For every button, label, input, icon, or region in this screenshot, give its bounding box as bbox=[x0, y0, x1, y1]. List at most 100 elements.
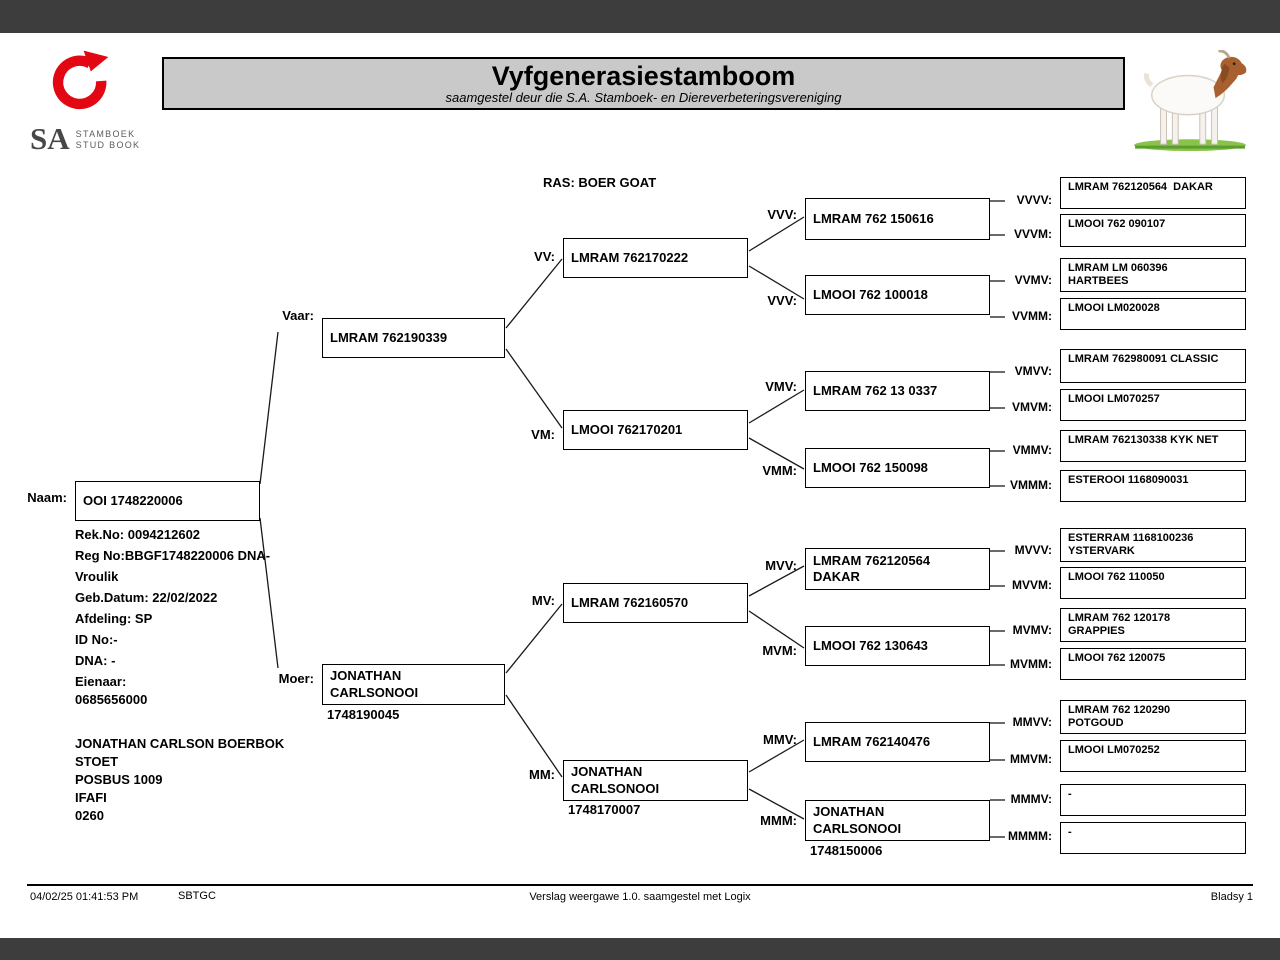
pedigree-node-name: - bbox=[1068, 826, 1072, 838]
sa-studbook-logo: SA STAMBOEK STUD BOOK bbox=[28, 48, 183, 163]
pedigree-node-moer: JONATHAN CARLSONOOI bbox=[322, 664, 505, 705]
owner-address-2: IFAFI bbox=[75, 790, 107, 805]
title-box: Vyfgenerasiestamboom saamgestel deur die… bbox=[162, 57, 1125, 110]
pedigree-node-name: OOI 1748220006 bbox=[83, 492, 183, 508]
detail-sex: Vroulik bbox=[75, 569, 119, 584]
pedigree-label-vvv1: VVV: bbox=[767, 207, 797, 222]
pedigree-node-name: LMOOI 762 110050 bbox=[1068, 571, 1165, 583]
pedigree-node-name: LMOOI LM070252 bbox=[1068, 744, 1160, 756]
pedigree-node-name: LMRAM 762160570 bbox=[571, 594, 689, 610]
pedigree-node-mmv: LMRAM 762140476 bbox=[805, 722, 990, 762]
pedigree-node-name: LMRAM 762170222 bbox=[571, 249, 689, 265]
owner-address-1: POSBUS 1009 bbox=[75, 772, 163, 787]
pedigree-node-vvmm: LMOOI LM020028 bbox=[1060, 298, 1246, 330]
pedigree-node-name: LMRAM 762190339 bbox=[330, 329, 448, 345]
pedigree-label-vmvm: VMVM: bbox=[1012, 400, 1052, 414]
pedigree-node-vvmv: LMRAM LM 060396 HARTBEES bbox=[1060, 258, 1246, 292]
pedigree-label-mv: MV: bbox=[531, 593, 555, 608]
pedigree-node-name: JONATHAN CARLSONOOI bbox=[571, 764, 660, 796]
detail-gebdatum: Geb.Datum: 22/02/2022 bbox=[75, 590, 218, 605]
pedigree-label-vmv: VMV: bbox=[765, 379, 797, 394]
pedigree-label-mmv: MMV: bbox=[763, 732, 797, 747]
pedigree-label-mmmm: MMMM: bbox=[1008, 829, 1052, 843]
owner-name: JONATHAN CARLSON BOERBOK STOET bbox=[75, 736, 285, 769]
pedigree-node-mvv: LMRAM 762120564 DAKAR bbox=[805, 548, 990, 590]
pedigree-node-vvvm: LMOOI 762 090107 bbox=[1060, 214, 1246, 247]
pedigree-node-vaar: LMRAM 762190339 bbox=[322, 318, 505, 358]
boer-goat-image bbox=[1131, 49, 1249, 158]
pedigree-node-name: LMRAM 762980091 CLASSIC bbox=[1068, 353, 1219, 365]
pedigree-node-name: LMRAM 762 120290 POTGOUD bbox=[1068, 704, 1171, 730]
letterbox-bottom bbox=[0, 938, 1280, 960]
pedigree-node-mmm: JONATHAN CARLSONOOI bbox=[805, 800, 990, 841]
subject-details: Rek.No: 0094212602 Reg No:BBGF1748220006… bbox=[75, 524, 315, 671]
pedigree-label-vv: VV: bbox=[534, 249, 555, 264]
pedigree-node-vvv1: LMRAM 762 150616 bbox=[805, 198, 990, 240]
pedigree-node-name: LMRAM 762120564 DAKAR bbox=[813, 552, 931, 584]
pedigree-label-vmmv: VMMV: bbox=[1012, 443, 1052, 457]
pedigree-node-name: - bbox=[1068, 788, 1072, 800]
footer-code: SBTGC bbox=[178, 890, 216, 902]
boer-goat-icon bbox=[1134, 49, 1247, 152]
pedigree-sub-mm: 1748170007 bbox=[568, 802, 641, 817]
pedigree-node-name: LMOOI 762 090107 bbox=[1068, 218, 1166, 230]
footer-version: Verslag weergawe 1.0. saamgestel met Log… bbox=[529, 891, 751, 903]
pedigree-node-vm: LMOOI 762170201 bbox=[563, 410, 748, 450]
pedigree-node-name: LMRAM 762120564 DAKAR bbox=[1068, 181, 1213, 193]
pedigree-node-name: LMRAM LM 060396 HARTBEES bbox=[1068, 262, 1168, 288]
footer-divider bbox=[27, 884, 1253, 886]
pedigree-label-vvmv: VVMV: bbox=[1014, 273, 1052, 287]
pedigree-label-mmm: MMM: bbox=[760, 813, 797, 828]
pedigree-node-vmv: LMRAM 762 13 0337 bbox=[805, 371, 990, 411]
pedigree-node-vmmv: LMRAM 762130338 KYK NET bbox=[1060, 430, 1246, 462]
pedigree-label-vmmm: VMMM: bbox=[1010, 478, 1052, 492]
pedigree-sub-moer: 1748190045 bbox=[327, 707, 400, 722]
logo-studbook-text: STUD BOOK bbox=[75, 140, 141, 151]
pedigree-label-mvmv: MVMV: bbox=[1012, 623, 1052, 637]
letterbox-top bbox=[0, 0, 1280, 33]
pedigree-label-vmm: VMM: bbox=[762, 463, 797, 478]
pedigree-label-vvvv: VVVV: bbox=[1016, 193, 1052, 207]
detail-regno: Reg No:BBGF1748220006 DNA- bbox=[75, 548, 271, 563]
pedigree-label-mm: MM: bbox=[529, 767, 555, 782]
footer-datetime: 04/02/25 01:41:53 PM bbox=[30, 891, 139, 903]
pedigree-label-mmvm: MMVM: bbox=[1010, 752, 1052, 766]
pedigree-node-vvvv: LMRAM 762120564 DAKAR bbox=[1060, 177, 1246, 209]
pedigree-node-name: ESTEROOI 1168090031 bbox=[1068, 474, 1189, 486]
pedigree-sub-mmm: 1748150006 bbox=[810, 843, 883, 858]
pedigree-node-name: JONATHAN CARLSONOOI bbox=[813, 804, 902, 836]
pedigree-node-mmmv: - bbox=[1060, 784, 1246, 816]
pedigree-node-name: LMOOI 762 120075 bbox=[1068, 652, 1166, 664]
pedigree-node-mvmm: LMOOI 762 120075 bbox=[1060, 648, 1246, 680]
owner-label: Eienaar: bbox=[75, 674, 127, 689]
pedigree-node-name: LMOOI 762 150098 bbox=[813, 459, 928, 475]
pedigree-label-mvmm: MVMM: bbox=[1010, 657, 1052, 671]
pedigree-node-mm: JONATHAN CARLSONOOI bbox=[563, 760, 748, 801]
pedigree-node-name: LMRAM 762 150616 bbox=[813, 210, 934, 226]
pedigree-node-name: JONATHAN CARLSONOOI bbox=[330, 668, 419, 700]
logo-words: STAMBOEK STUD BOOK bbox=[76, 129, 141, 152]
pedigree-node-mmvm: LMOOI LM070252 bbox=[1060, 740, 1246, 772]
pedigree-label-mvvm: MVVM: bbox=[1012, 578, 1052, 592]
pedigree-node-mv: LMRAM 762160570 bbox=[563, 583, 748, 623]
logo-sa-text: SA bbox=[30, 121, 70, 156]
pedigree-label-vmvv: VMVV: bbox=[1014, 364, 1052, 378]
pedigree-node-vvv2: LMOOI 762 100018 bbox=[805, 275, 990, 315]
pedigree-node-mvm: LMOOI 762 130643 bbox=[805, 626, 990, 666]
pedigree-label-naam: Naam: bbox=[27, 490, 67, 505]
pedigree-label-vm: VM: bbox=[531, 427, 555, 442]
pedigree-label-vvv2: VVV: bbox=[767, 293, 797, 308]
report-subtitle: saamgestel deur die S.A. Stamboek- en Di… bbox=[445, 90, 842, 106]
pedigree-label-mvvv: MVVV: bbox=[1014, 543, 1052, 557]
pedigree-node-vv: LMRAM 762170222 bbox=[563, 238, 748, 278]
logo-stamboek-text: STAMBOEK bbox=[75, 129, 136, 140]
pedigree-node-name: LMOOI 762170201 bbox=[571, 421, 683, 437]
pedigree-label-mmvv: MMVV: bbox=[1012, 715, 1052, 729]
pedigree-node-name: LMOOI LM020028 bbox=[1068, 302, 1160, 314]
pedigree-node-name: LMOOI LM070257 bbox=[1068, 393, 1160, 405]
pedigree-node-mvmv: LMRAM 762 120178 GRAPPIES bbox=[1060, 608, 1246, 642]
pedigree-label-vvvm: VVVM: bbox=[1013, 227, 1052, 241]
pedigree-node-name: LMOOI 762 100018 bbox=[813, 286, 928, 302]
pedigree-label-mvv: MVV: bbox=[765, 558, 797, 573]
owner-postcode: 0260 bbox=[75, 808, 104, 823]
